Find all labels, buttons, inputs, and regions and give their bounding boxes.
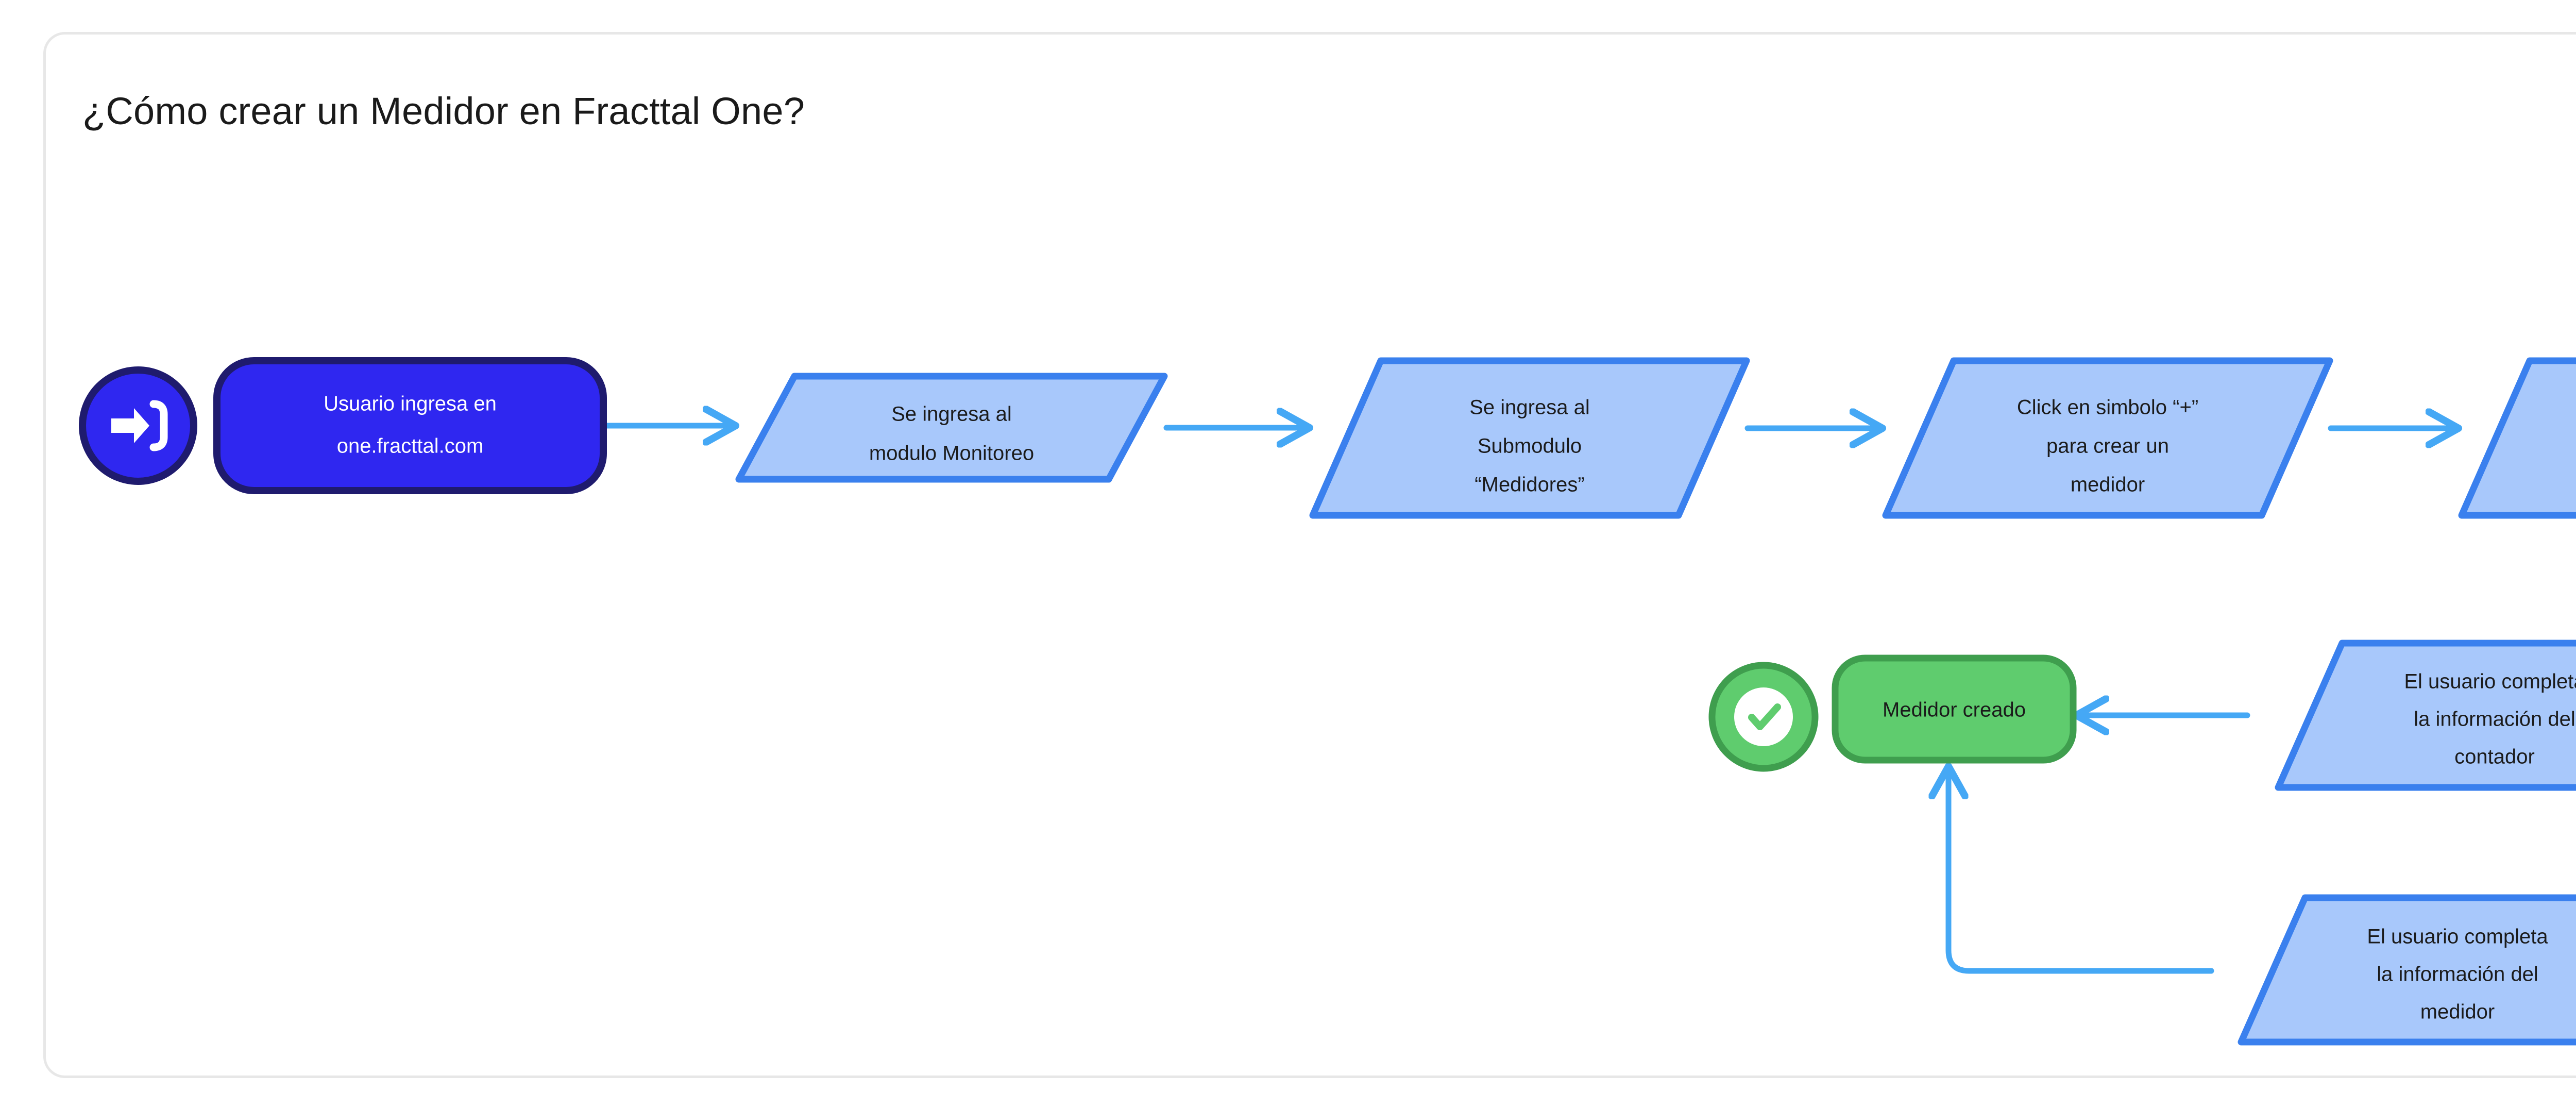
node-label-line: El usuario completa — [2404, 670, 2576, 693]
page-title: ¿Cómo crear un Medidor en Fracttal One? — [82, 90, 805, 132]
node-label-line: Submodulo — [1478, 435, 1582, 458]
node-medidor-creado[interactable]: Medidor creado — [1832, 654, 2077, 764]
node-label-line: “Medidores” — [1475, 474, 1584, 496]
node-label-line: la información del — [2377, 963, 2538, 986]
node-shape[interactable] — [735, 373, 1168, 483]
node-label-line: la información del — [2414, 708, 2575, 731]
node-shape[interactable] — [1832, 654, 2077, 764]
node-shape[interactable] — [2238, 894, 2576, 1046]
node-shape[interactable] — [213, 357, 607, 494]
node-shape[interactable] — [2275, 640, 2576, 791]
node-submodulo-medidores[interactable]: Se ingresa al Submodulo “Medidores” — [1309, 357, 1750, 519]
login-arrow-icon — [111, 400, 168, 451]
node-click-simbolo-mas[interactable]: Click en simbolo “+” para crear un medid… — [1882, 357, 2333, 519]
node-usuario-ingresa[interactable]: Usuario ingresa en one.fracttal.com — [213, 357, 607, 494]
node-completar-info-contador[interactable]: El usuario completa la información del c… — [2275, 640, 2576, 791]
node-shape[interactable] — [1309, 357, 1750, 519]
node-label-line: Medidor creado — [1883, 699, 2026, 721]
check-circle-icon — [1734, 687, 1793, 746]
node-modulo-monitoreo[interactable]: Se ingresa al modulo Monitoreo — [735, 373, 1168, 483]
node-label-line: para crear un — [2046, 435, 2169, 458]
node-label-line: Click en simbolo “+” — [2017, 396, 2198, 419]
diagram-card — [43, 32, 2576, 1078]
end-node[interactable] — [1708, 662, 1819, 772]
node-llenar-datos-medidor[interactable]: Se llenan todos los datos del medidor — [2458, 357, 2576, 519]
node-shape[interactable] — [1882, 357, 2333, 519]
node-completar-info-medidor[interactable]: El usuario completa la información del m… — [2238, 894, 2576, 1046]
start-node[interactable] — [79, 366, 197, 485]
node-label-line: modulo Monitoreo — [869, 442, 1034, 465]
node-label-line: Se ingresa al — [891, 403, 1011, 426]
node-label-line: medidor — [2420, 1001, 2495, 1023]
node-label-line: contador — [2454, 746, 2535, 768]
node-label-line: one.fracttal.com — [337, 435, 484, 458]
node-label-line: Usuario ingresa en — [324, 393, 497, 415]
edge-layer — [600, 426, 2576, 974]
node-label-line: Se ingresa al — [1469, 396, 1589, 419]
edge-n11-n10 — [1948, 766, 2214, 974]
node-label-line: medidor — [2071, 474, 2145, 496]
node-label-line: El usuario completa — [2367, 926, 2548, 948]
node-shape[interactable] — [2458, 357, 2576, 519]
